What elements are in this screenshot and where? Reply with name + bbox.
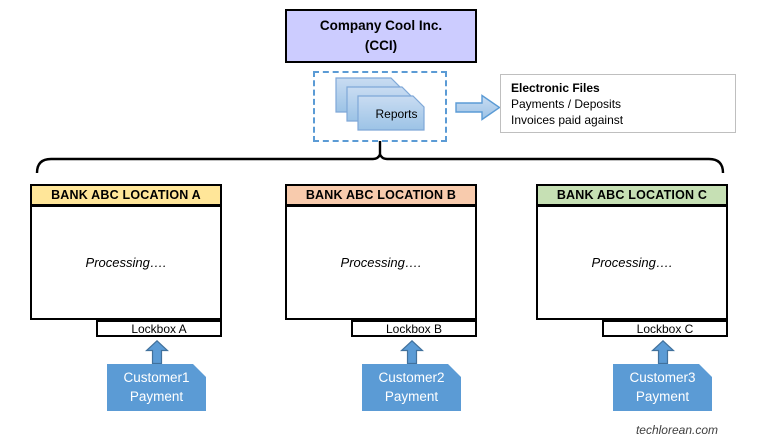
up-arrow-icon [400, 340, 424, 364]
bank-b-body: Processing…. [285, 206, 477, 320]
electronic-files-line2: Invoices paid against [511, 112, 624, 127]
reports-documents-stack-icon [335, 77, 425, 131]
lockbox-a: Lockbox A [96, 320, 222, 337]
bank-a-status: Processing…. [85, 255, 167, 270]
watermark-text: techlorean.com [635, 423, 718, 437]
right-arrow-icon [455, 94, 501, 121]
up-arrow-icon [651, 340, 675, 364]
bank-c-column: BANK ABC LOCATION C Processing…. Lockbox… [536, 184, 728, 414]
customer3-payment-label: Payment [635, 388, 690, 404]
customer1-name: Customer1 [123, 370, 190, 386]
bank-c-status: Processing…. [591, 255, 673, 270]
bank-b-header: BANK ABC LOCATION B [285, 184, 477, 206]
electronic-files-note: Electronic Files Payments / Deposits Inv… [500, 74, 736, 133]
bank-a-body: Processing…. [30, 206, 222, 320]
customer2-payment-box: Customer2 Payment [362, 364, 461, 411]
document-icon-front [357, 95, 425, 131]
company-title: Company Cool Inc. [319, 18, 443, 34]
bank-b-status: Processing…. [340, 255, 422, 270]
company-subtitle: (CCI) [364, 38, 398, 53]
bank-c-header: BANK ABC LOCATION C [536, 184, 728, 206]
bank-b-column: BANK ABC LOCATION B Processing…. Lockbox… [285, 184, 477, 414]
customer2-payment-label: Payment [384, 388, 439, 404]
customer3-payment-box: Customer3 Payment [613, 364, 712, 411]
customer2-name: Customer2 [378, 370, 445, 386]
up-arrow-icon [145, 340, 169, 364]
customer3-name: Customer3 [629, 370, 696, 386]
bank-a-header: BANK ABC LOCATION A [30, 184, 222, 206]
customer1-payment-box: Customer1 Payment [107, 364, 206, 411]
lockbox-b: Lockbox B [351, 320, 477, 337]
electronic-files-title: Electronic Files [511, 81, 600, 95]
customer1-payment-label: Payment [129, 388, 184, 404]
electronic-files-line1: Payments / Deposits [511, 96, 622, 111]
reports-label: Reports [375, 107, 418, 121]
lockbox-c: Lockbox C [602, 320, 728, 337]
company-box: Company Cool Inc. (CCI) [285, 9, 477, 63]
bank-c-body: Processing…. [536, 206, 728, 320]
bank-a-column: BANK ABC LOCATION A Processing…. Lockbox… [30, 184, 222, 414]
